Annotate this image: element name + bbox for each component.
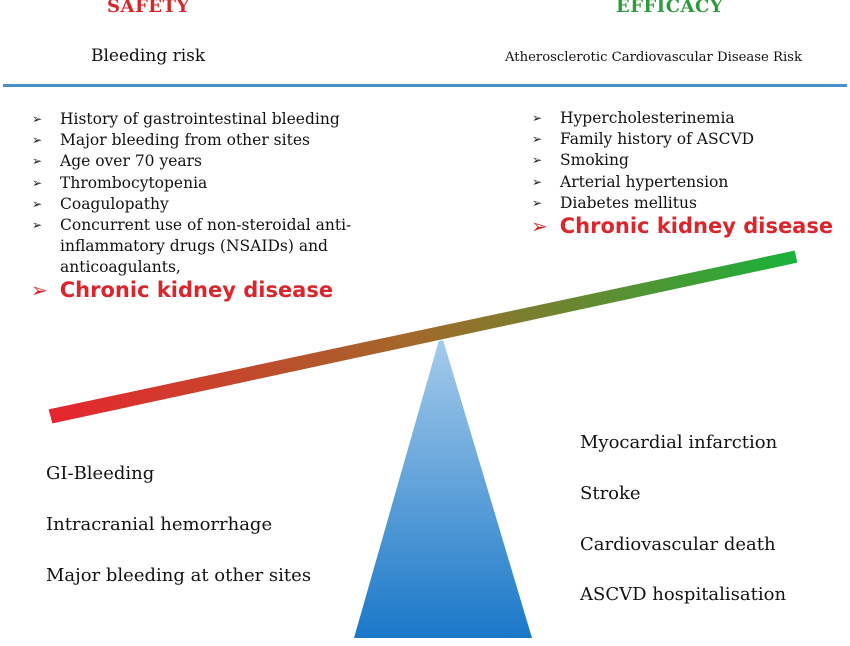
- bleeding-risk-subheading: Bleeding risk: [91, 46, 206, 66]
- list-item: ➢Family history of ASCVD: [532, 129, 842, 150]
- header-divider: [3, 84, 847, 87]
- list-item: ➢Hypercholesterinemia: [532, 108, 842, 129]
- arrow-bullet-icon: ➢: [31, 278, 48, 302]
- safety-outcome: Major bleeding at other sites: [46, 565, 312, 586]
- list-item: ➢Major bleeding from other sites: [32, 130, 362, 151]
- arrow-bullet-icon: ➢: [532, 132, 543, 147]
- list-item: ➢Concurrent use of non-steroidal anti-in…: [32, 216, 352, 277]
- arrow-bullet-icon: ➢: [32, 112, 43, 126]
- list-item: ➢Diabetes mellitus: [532, 193, 842, 214]
- arrow-bullet-icon: ➢: [32, 154, 43, 169]
- ascvd-risk-subheading: Atherosclerotic Cardiovascular Disease R…: [505, 50, 802, 65]
- arrow-bullet-icon: ➢: [32, 175, 43, 190]
- efficacy-outcome: ASCVD hospitalisation: [580, 584, 787, 605]
- efficacy-outcome: Cardiovascular death: [580, 534, 776, 555]
- safety-outcome: Intracranial hemorrhage: [46, 514, 273, 535]
- arrow-bullet-icon: ➢: [32, 218, 43, 233]
- list-item: ➢Thrombocytopenia: [32, 173, 362, 194]
- efficacy-heading: EFFICACY: [616, 0, 724, 17]
- arrow-bullet-icon: ➢: [531, 214, 548, 238]
- arrow-bullet-icon: ➢: [532, 174, 543, 189]
- list-item: ➢History of gastrointestinal bleeding: [32, 109, 362, 130]
- ascvd-risk-factor-list: ➢Hypercholesterinemia ➢Family history of…: [532, 108, 842, 214]
- balance-beam: [47, 249, 799, 425]
- efficacy-outcome: Stroke: [580, 483, 641, 504]
- fulcrum-triangle: [354, 333, 532, 638]
- safety-ckd-highlight: ➢Chronic kidney disease: [31, 278, 334, 302]
- safety-outcome: GI-Bleeding: [46, 463, 155, 484]
- arrow-bullet-icon: ➢: [32, 196, 43, 211]
- list-item: ➢Smoking: [532, 150, 842, 171]
- efficacy-outcome: Myocardial infarction: [580, 432, 778, 453]
- arrow-bullet-icon: ➢: [532, 153, 543, 168]
- arrow-bullet-icon: ➢: [532, 111, 543, 125]
- efficacy-ckd-highlight: ➢Chronic kidney disease: [531, 214, 834, 238]
- safety-heading: SAFETY: [107, 0, 190, 17]
- arrow-bullet-icon: ➢: [532, 195, 543, 210]
- arrow-bullet-icon: ➢: [32, 133, 43, 148]
- bleeding-risk-factor-list: ➢History of gastrointestinal bleeding ➢M…: [32, 109, 362, 279]
- list-item: ➢Coagulopathy: [32, 194, 362, 215]
- list-item: ➢Arterial hypertension: [532, 172, 842, 193]
- list-item: ➢Age over 70 years: [32, 151, 362, 172]
